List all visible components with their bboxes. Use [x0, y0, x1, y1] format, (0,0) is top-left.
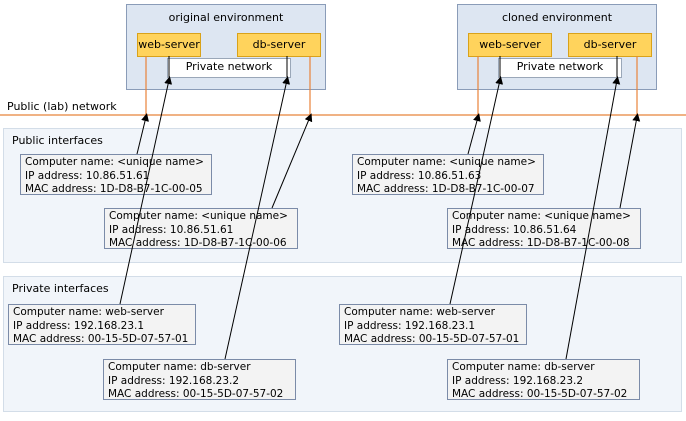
private-card-ip: IP address: 192.168.23.2: [452, 374, 584, 387]
private-card-mac: MAC address: 00-15-5D-07-57-01: [344, 333, 520, 345]
private-link-lines: [168, 56, 618, 77]
public-card-cloned-web: Computer name: <unique name> IP address:…: [352, 154, 544, 195]
private-card-name: Computer name: web-server: [344, 306, 495, 318]
public-card-cloned-db: Computer name: <unique name> IP address:…: [447, 208, 641, 249]
public-card-mac: MAC address: 1D-D8-B7-1C-00-08: [452, 237, 630, 249]
public-card-name: Computer name: <unique name>: [25, 156, 204, 168]
private-card-mac: MAC address: 00-15-5D-07-57-02: [452, 388, 628, 400]
public-link-lines: [145, 56, 638, 115]
cloned-environment: cloned environment web-server db-server …: [457, 4, 657, 90]
private-card-original-db: Computer name: db-server IP address: 192…: [103, 359, 296, 400]
public-card-arrows: [136, 113, 641, 209]
public-card-ip: IP address: 10.86.51.63: [357, 169, 482, 182]
original-private-network: Private network: [167, 58, 291, 78]
private-card-cloned-web: Computer name: web-server IP address: 19…: [339, 304, 527, 345]
private-card-arrows: [119, 76, 621, 360]
private-card-ip: IP address: 192.168.23.1: [344, 319, 476, 332]
public-card-mac: MAC address: 1D-D8-B7-1C-00-07: [357, 183, 535, 195]
original-environment: original environment web-server db-serve…: [126, 4, 326, 90]
public-card-ip: IP address: 10.86.51.64: [452, 223, 577, 236]
public-interfaces-title: Public interfaces: [12, 134, 103, 147]
public-card-name: Computer name: <unique name>: [357, 156, 536, 168]
public-card-mac: MAC address: 1D-D8-B7-1C-00-05: [25, 183, 203, 195]
cloned-db-server: db-server: [568, 33, 652, 57]
cloned-web-server: web-server: [468, 33, 552, 57]
private-interfaces-title: Private interfaces: [12, 282, 109, 295]
private-card-original-web: Computer name: web-server IP address: 19…: [8, 304, 196, 345]
public-card-ip: IP address: 10.86.51.61: [25, 169, 150, 182]
public-network-label: Public (lab) network: [7, 100, 117, 113]
public-card-original-web: Computer name: <unique name> IP address:…: [20, 154, 212, 195]
private-card-ip: IP address: 192.168.23.1: [13, 319, 145, 332]
private-card-mac: MAC address: 00-15-5D-07-57-01: [13, 333, 189, 345]
cloned-environment-title: cloned environment: [501, 11, 613, 24]
private-card-name: Computer name: db-server: [452, 361, 595, 373]
original-db-server: db-server: [237, 33, 321, 57]
public-card-ip: IP address: 10.86.51.61: [109, 223, 234, 236]
original-environment-title: original environment: [168, 11, 284, 24]
private-card-name: Computer name: web-server: [13, 306, 164, 318]
private-card-cloned-db: Computer name: db-server IP address: 192…: [447, 359, 640, 400]
private-card-name: Computer name: db-server: [108, 361, 251, 373]
public-card-name: Computer name: <unique name>: [452, 210, 631, 222]
private-card-ip: IP address: 192.168.23.2: [108, 374, 240, 387]
cloned-private-network: Private network: [498, 58, 622, 78]
public-card-mac: MAC address: 1D-D8-B7-1C-00-06: [109, 237, 287, 249]
public-card-name: Computer name: <unique name>: [109, 210, 288, 222]
private-card-mac: MAC address: 00-15-5D-07-57-02: [108, 388, 284, 400]
